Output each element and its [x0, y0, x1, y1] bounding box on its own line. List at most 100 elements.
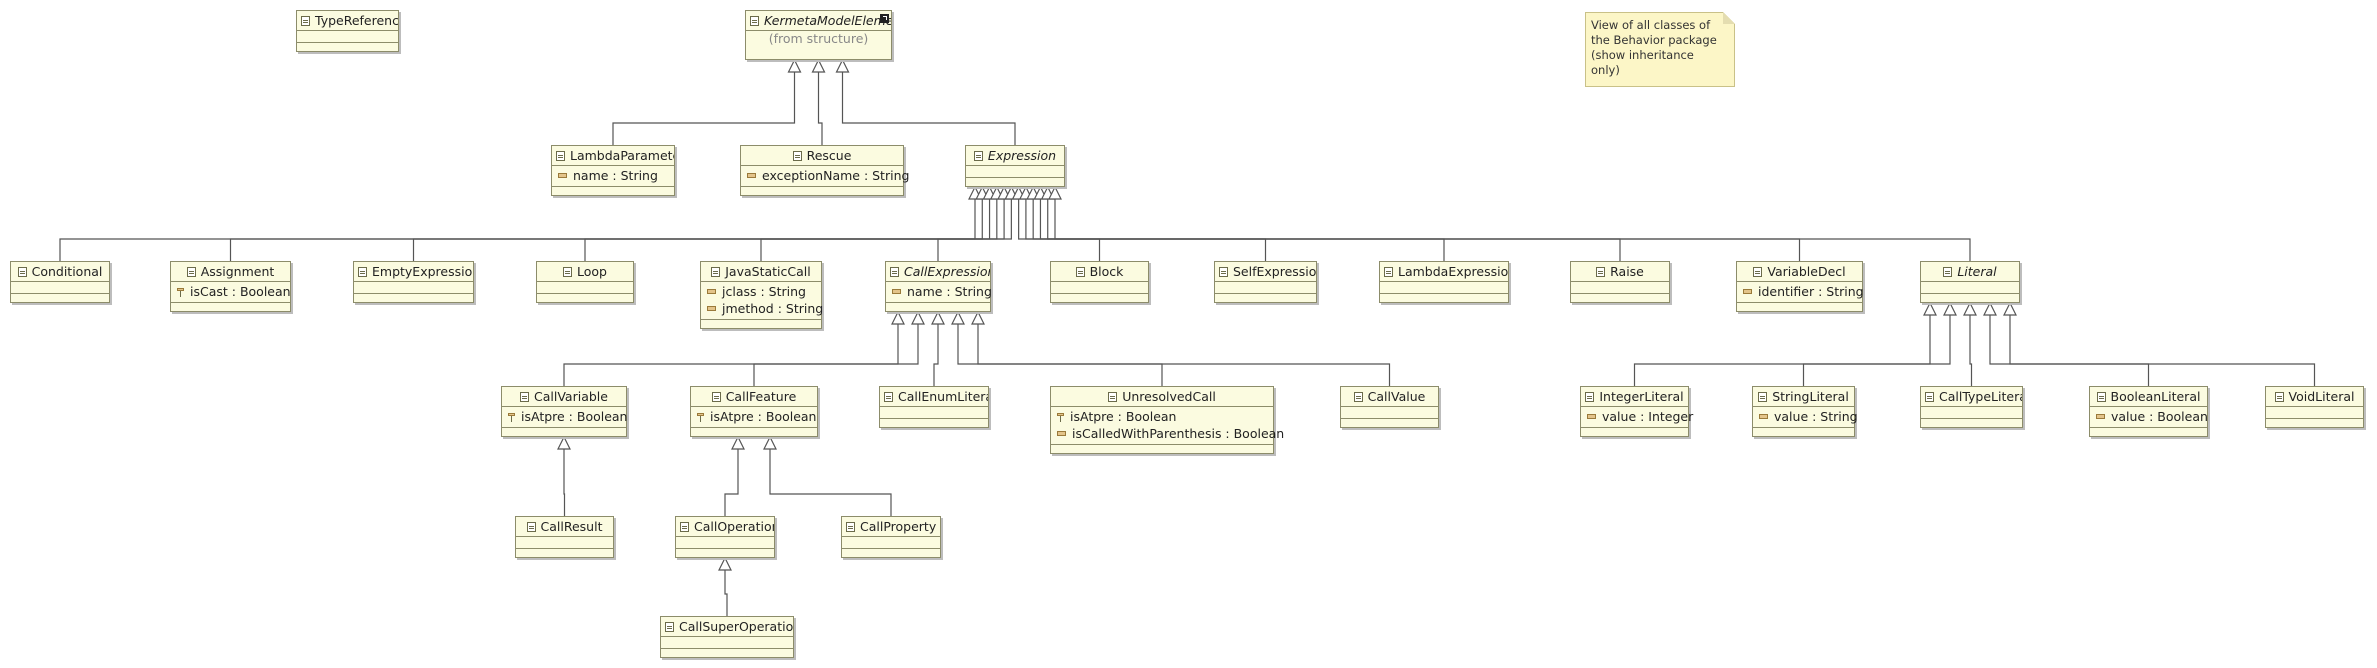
property-pin-icon: [1057, 413, 1064, 422]
class-assignment[interactable]: Assignment isCast : Boolean: [170, 261, 291, 312]
class-header: TypeReference: [297, 11, 398, 31]
note-text: View of all classes of the Behavior pack…: [1591, 18, 1717, 77]
class-block[interactable]: Block: [1050, 261, 1149, 303]
inheritance-line: [59, 199, 976, 261]
class-call-operation[interactable]: CallOperation: [675, 516, 775, 558]
attribute-compartment: [516, 537, 613, 548]
attribute-text: identifier : String: [1758, 284, 1864, 299]
inheritance-line: [1989, 315, 2150, 386]
class-variable-decl[interactable]: VariableDecl identifier : String: [1736, 261, 1864, 312]
attribute-compartment: [537, 282, 633, 293]
attribute-compartment: exceptionName : String: [741, 166, 909, 186]
attribute-compartment: [676, 537, 774, 548]
attribute-row[interactable]: name : String: [558, 167, 670, 184]
class-void-literal[interactable]: VoidLiteral: [2265, 386, 2364, 428]
class-header: LambdaParameter: [552, 146, 674, 166]
class-call-enum-literal[interactable]: CallEnumLiteral: [879, 386, 989, 428]
attribute-compartment: value : Integer: [1581, 407, 1693, 427]
note-fold: [1723, 12, 1735, 24]
class-raise[interactable]: Raise: [1570, 261, 1670, 303]
attribute-row[interactable]: jmethod : String: [707, 300, 823, 317]
class-header: VariableDecl: [1737, 262, 1862, 282]
class-call-value[interactable]: CallValue: [1340, 386, 1439, 428]
attribute-row[interactable]: isCast : Boolean: [177, 283, 291, 300]
class-icon: [973, 151, 983, 161]
attribute-text: isCast : Boolean: [190, 284, 291, 299]
inheritance-line: [1039, 199, 1621, 261]
class-kermeta-model-element[interactable]: KermetaModelEleme(from structure): [745, 10, 892, 60]
class-header: CallResult: [516, 517, 613, 537]
attribute-compartment: [842, 537, 940, 548]
class-header: KermetaModelEleme: [746, 11, 891, 31]
attribute-text: value : Integer: [1602, 409, 1694, 424]
inheritance-line: [229, 199, 983, 261]
class-call-type-literal[interactable]: CallTypeLiteral: [1920, 386, 2023, 428]
class-expression[interactable]: Expression: [965, 145, 1065, 187]
class-self-expression[interactable]: SelfExpression: [1214, 261, 1317, 303]
attribute-row[interactable]: isAtpre : Boolean: [697, 408, 817, 425]
class-header: CallValue: [1341, 387, 1438, 407]
class-header: Loop: [537, 262, 633, 282]
external-link-icon[interactable]: [880, 14, 889, 23]
class-header: CallVariable: [502, 387, 626, 407]
attribute-icon: [2096, 414, 2105, 419]
class-call-result[interactable]: CallResult: [515, 516, 614, 558]
class-icon: [526, 522, 536, 532]
class-icon: [711, 267, 721, 277]
generalization-arrowhead: [731, 435, 745, 450]
attribute-text: isAtpre : Boolean: [521, 409, 628, 424]
attribute-row[interactable]: value : String: [1759, 408, 1858, 425]
attribute-text: isAtpre : Boolean: [710, 409, 817, 424]
inheritance-line: [1969, 315, 1973, 386]
attribute-row[interactable]: jclass : String: [707, 283, 817, 300]
attribute-row[interactable]: isCalledWithParenthesis : Boolean: [1057, 425, 1284, 442]
generalization-arrowhead: [951, 310, 965, 325]
attribute-text: name : String: [907, 284, 992, 299]
attribute-text: jmethod : String: [722, 301, 824, 316]
attribute-compartment: identifier : String: [1737, 282, 1864, 302]
class-literal[interactable]: Literal: [1920, 261, 2020, 303]
class-loop[interactable]: Loop: [536, 261, 634, 303]
class-icon: [680, 522, 689, 532]
class-name: Assignment: [200, 264, 275, 279]
attribute-text: isAtpre : Boolean: [1070, 409, 1177, 424]
class-icon: [750, 16, 759, 26]
class-conditional[interactable]: Conditional: [10, 261, 110, 303]
attribute-row[interactable]: isAtpre : Boolean: [1057, 408, 1269, 425]
class-header: Expression: [966, 146, 1064, 166]
attribute-row[interactable]: exceptionName : String: [747, 167, 909, 184]
inheritance-line: [841, 72, 1016, 145]
class-header: CallEnumLiteral: [880, 387, 988, 407]
inheritance-line: [563, 449, 566, 516]
class-call-variable[interactable]: CallVariable isAtpre : Boolean: [501, 386, 627, 437]
class-empty-expression[interactable]: EmptyExpression: [353, 261, 474, 303]
class-call-property[interactable]: CallProperty: [841, 516, 941, 558]
attribute-compartment: [1051, 282, 1148, 293]
attribute-icon: [1743, 289, 1752, 294]
attribute-row[interactable]: value : Boolean: [2096, 408, 2208, 425]
class-type-reference[interactable]: TypeReference: [296, 10, 399, 52]
class-header: UnresolvedCall: [1051, 387, 1273, 407]
attribute-row[interactable]: identifier : String: [1743, 283, 1864, 300]
attribute-row[interactable]: value : Integer: [1587, 408, 1693, 425]
class-header: Block: [1051, 262, 1148, 282]
attribute-row[interactable]: isAtpre : Boolean: [508, 408, 627, 425]
generalization-arrowhead: [811, 58, 826, 73]
attribute-compartment: [880, 407, 988, 418]
class-lambda-expression[interactable]: LambdaExpression: [1379, 261, 1509, 303]
class-call-super-operation[interactable]: CallSuperOperation: [660, 616, 794, 658]
class-name: CallValue: [1367, 389, 1426, 404]
class-name: Block: [1089, 264, 1124, 279]
diagram-note[interactable]: View of all classes of the Behavior pack…: [1585, 12, 1735, 87]
attribute-row[interactable]: name : String: [892, 283, 992, 300]
class-icon: [792, 151, 802, 161]
